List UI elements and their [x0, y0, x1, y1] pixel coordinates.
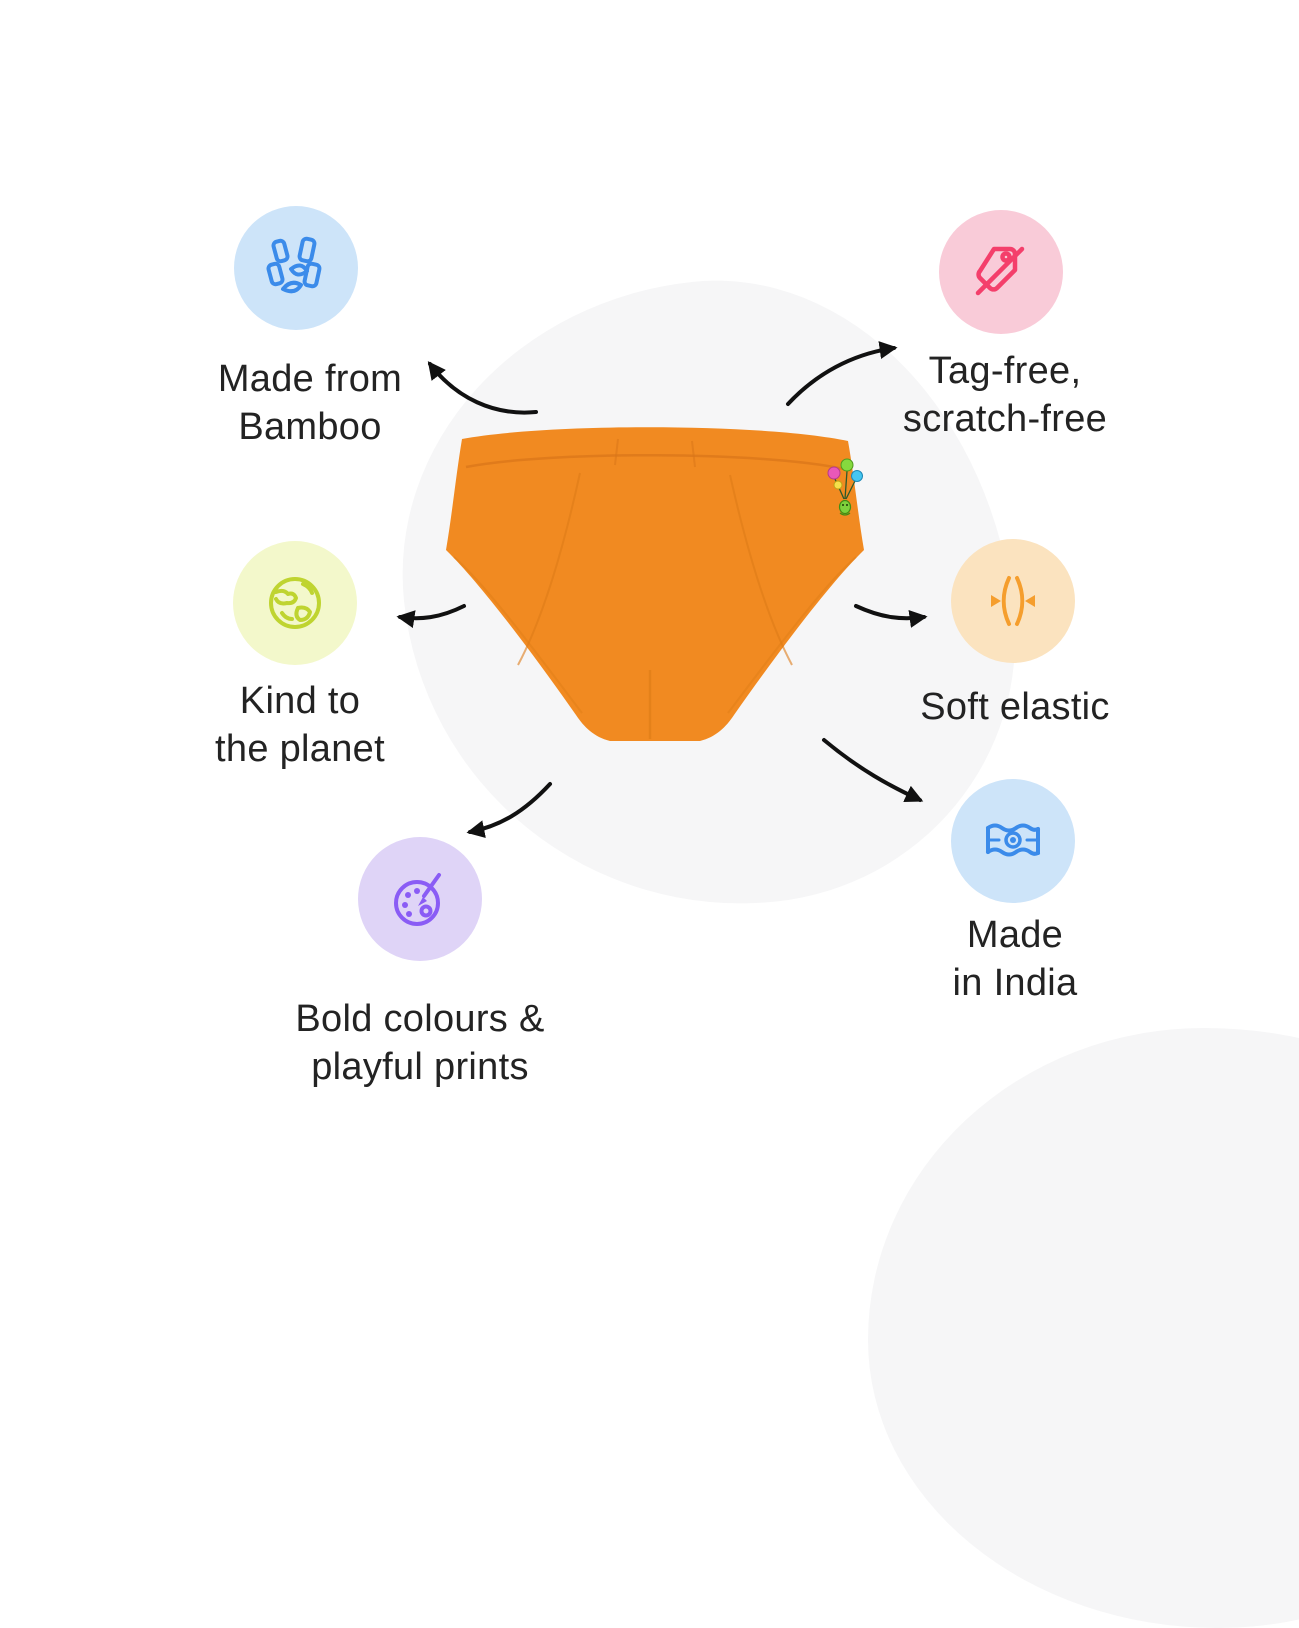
product-image-orange-briefs: [446, 427, 864, 741]
tagfree-feature-badge: [939, 210, 1063, 334]
feature-label-line: Made from: [217, 358, 403, 400]
earth-globe-icon: [269, 577, 321, 629]
feature-label-bamboo: Made from Bamboo: [140, 356, 480, 452]
feature-label-india: Made in India: [860, 912, 1170, 1008]
paint-palette-brush-icon: [394, 873, 441, 926]
india-feature-badge: [951, 779, 1075, 903]
feature-label-line: Bold colours &: [295, 998, 545, 1040]
feature-label-line: scratch-free: [902, 397, 1108, 440]
feature-label-line: the planet: [215, 727, 385, 770]
bamboo-feature-badge: [234, 206, 358, 330]
feature-label-tagfree: Tag-free, scratch-free: [830, 348, 1180, 444]
feature-label-line: Soft elastic: [920, 686, 1110, 728]
stretch-elastic-icon: [991, 576, 1035, 626]
colours-feature-badge: [358, 837, 482, 961]
feature-label-elastic: Soft elastic: [840, 684, 1190, 732]
corner-blob: [868, 1028, 1299, 1628]
feature-label-line: Bamboo: [238, 405, 382, 448]
feature-label-planet: Kind to the planet: [130, 678, 470, 774]
elastic-feature-badge: [951, 539, 1075, 663]
feature-label-line: in India: [952, 961, 1078, 1004]
bamboo-stalks-icon: [266, 236, 322, 294]
feature-label-line: Kind to: [239, 680, 361, 722]
embroidery-alien-with-balloons: [827, 458, 863, 516]
feature-label-colours: Bold colours & playful prints: [240, 996, 600, 1092]
feature-label-line: playful prints: [311, 1045, 529, 1088]
planet-feature-badge: [233, 541, 357, 665]
india-flag-icon: [986, 823, 1040, 857]
feature-label-line: Made: [966, 914, 1064, 956]
crossed-out-tag-icon: [975, 246, 1025, 296]
feature-label-line: Tag-free,: [928, 350, 1082, 392]
